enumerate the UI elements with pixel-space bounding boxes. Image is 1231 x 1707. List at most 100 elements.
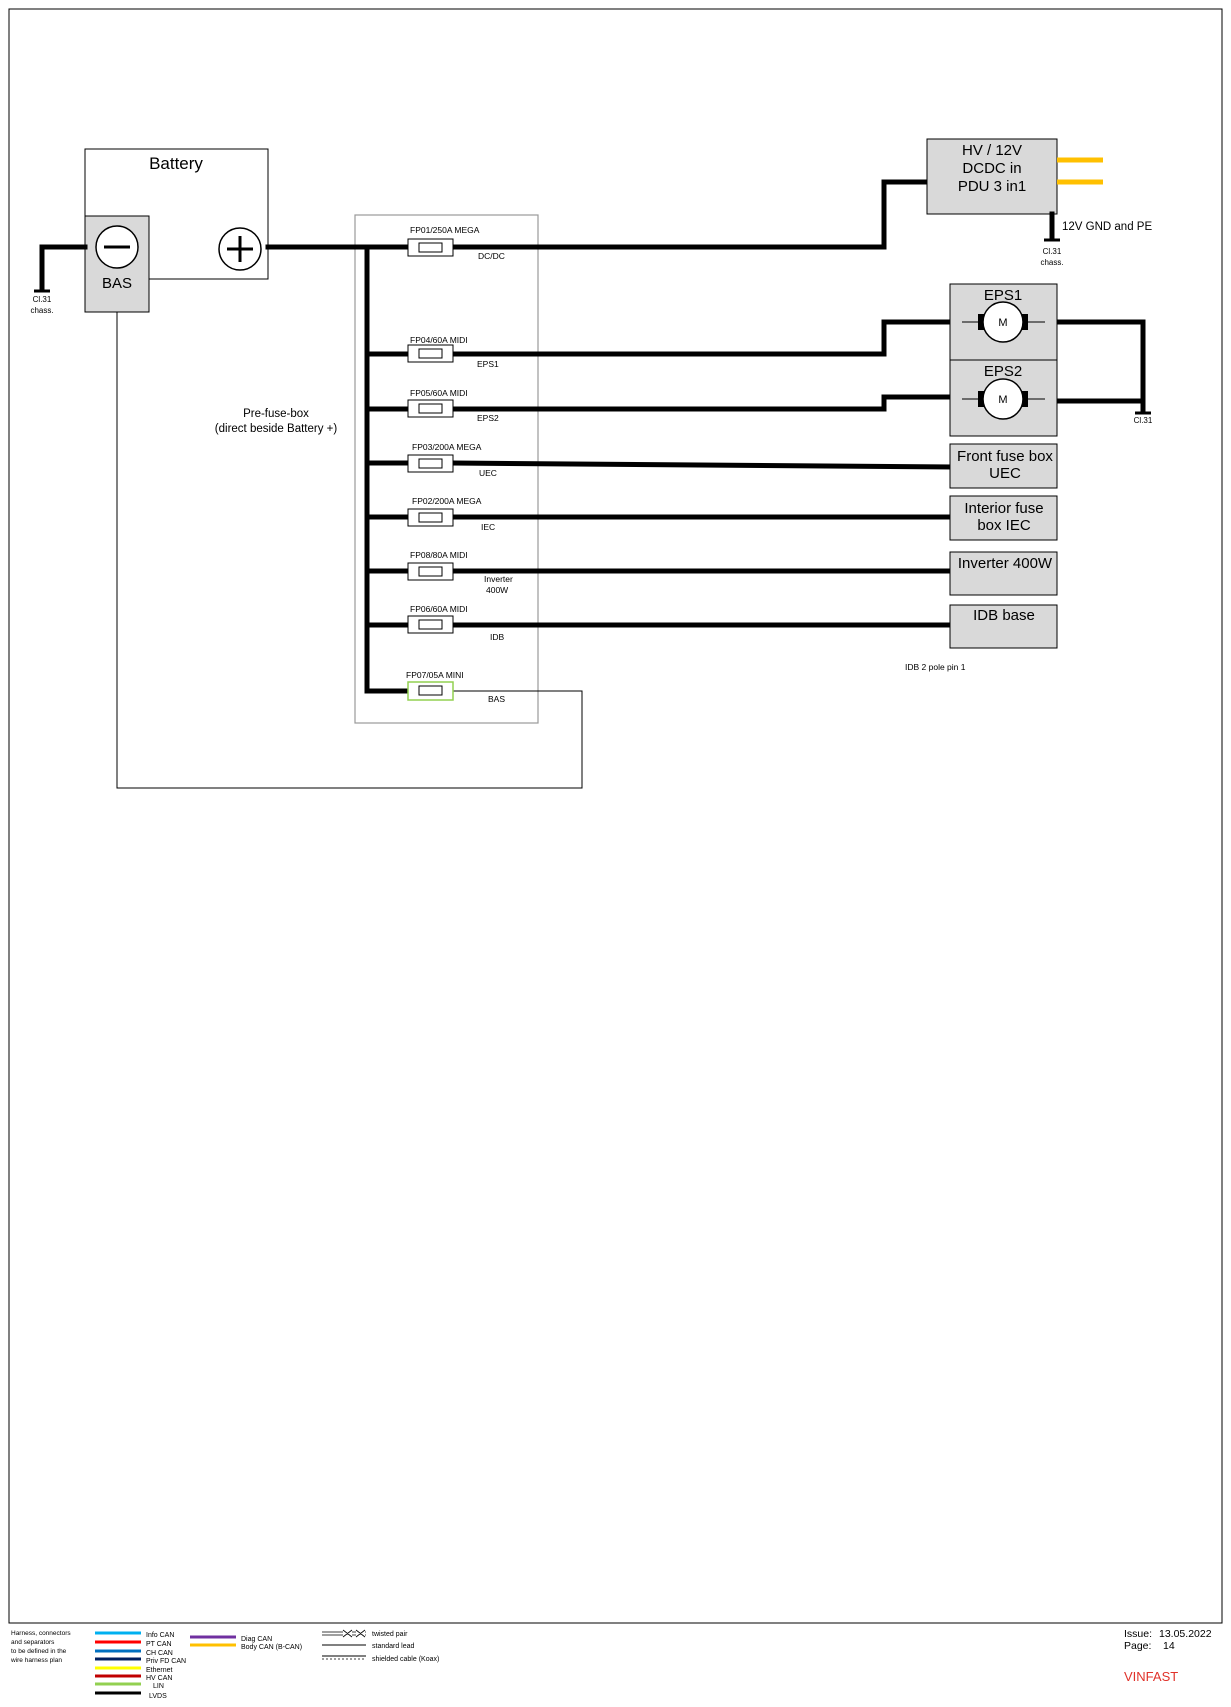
wire-eps1-ground bbox=[1054, 319, 1146, 400]
page-number: 14 bbox=[1163, 1640, 1175, 1652]
inverter-label: Inverter 400W bbox=[958, 555, 1053, 572]
legend-note-1: Harness, connectors bbox=[11, 1630, 71, 1637]
svg-text:Priv FD CAN: Priv FD CAN bbox=[146, 1658, 186, 1665]
legend-item-body-can: Body CAN (B-CAN) bbox=[190, 1643, 302, 1651]
interior-fuse-line1: Interior fuse bbox=[964, 500, 1043, 517]
legend-note-3: to be defined in the bbox=[11, 1648, 67, 1655]
prefuse-box bbox=[354, 214, 539, 724]
front-fuse-line2: UEC bbox=[989, 465, 1021, 482]
eps2-title: EPS2 bbox=[984, 363, 1022, 380]
legend-item-lvds: LVDS bbox=[95, 1691, 167, 1700]
ground-dcdc-chass: chass. bbox=[1040, 258, 1063, 267]
dcdc-line3: PDU 3 in1 bbox=[958, 178, 1026, 195]
prefuse-box-subtitle: (direct beside Battery +) bbox=[215, 423, 338, 435]
idb-label: IDB base bbox=[973, 607, 1035, 624]
svg-text:Info CAN: Info CAN bbox=[146, 1632, 174, 1639]
fuse-fp02-id: FP02/200A MEGA bbox=[412, 496, 482, 506]
bas-label: BAS bbox=[102, 275, 132, 292]
prefuse-box-title: Pre-fuse-box bbox=[243, 408, 309, 420]
fuse-fp06-target: IDB bbox=[490, 632, 505, 642]
legend-item-ch-can: CH CAN bbox=[95, 1649, 173, 1657]
svg-text:Body CAN (B-CAN): Body CAN (B-CAN) bbox=[241, 1644, 302, 1651]
legend-item-pt-can: PT CAN bbox=[95, 1640, 172, 1648]
ground-eps-cl: Cl.31 bbox=[1134, 416, 1153, 425]
dcdc-line2: DCDC in bbox=[962, 160, 1021, 177]
svg-text:CH CAN: CH CAN bbox=[146, 1650, 173, 1657]
legend-item-standard-lead: standard lead bbox=[322, 1643, 415, 1650]
footer-info: Issue: 13.05.2022 Page: 14 VINFAST bbox=[1124, 1628, 1212, 1684]
issue-date: 13.05.2022 bbox=[1159, 1628, 1212, 1640]
svg-text:twisted pair: twisted pair bbox=[372, 1631, 408, 1638]
fuse-fp07-target: BAS bbox=[488, 694, 505, 704]
fuse-fp05-target: EPS2 bbox=[477, 413, 499, 423]
twisted-pair-icon bbox=[322, 1629, 366, 1638]
front-fuse-box: Front fuse box UEC bbox=[949, 443, 1058, 489]
interior-fuse-box: Interior fuse box IEC bbox=[949, 495, 1058, 541]
svg-text:LVDS: LVDS bbox=[149, 1693, 167, 1700]
legend-item-ethernet: Ethernet bbox=[95, 1666, 173, 1674]
eps2-brush-right bbox=[1022, 391, 1028, 407]
dcdc-unit: HV / 12V DCDC in PDU 3 in1 12V GND and P… bbox=[926, 138, 1152, 267]
fuse-fp08-target: Inverter bbox=[484, 574, 513, 584]
front-fuse-box-rect bbox=[949, 443, 1058, 489]
fuse-fp06-id: FP06/60A MIDI bbox=[410, 604, 468, 614]
ground-left-chass: chass. bbox=[30, 306, 53, 315]
eps2-motor-label: M bbox=[998, 394, 1007, 406]
legend-item-hv-can: HV CAN bbox=[95, 1674, 172, 1682]
wire-dcdc bbox=[450, 179, 930, 250]
wire-eps2 bbox=[450, 394, 955, 412]
fuse-fp01: FP01/250A MEGA DC/DC bbox=[407, 225, 505, 261]
legend-item-diag-can: Diag CAN bbox=[190, 1635, 272, 1643]
legend-item-info-can: Info CAN bbox=[95, 1631, 174, 1639]
issue-label: Issue: bbox=[1124, 1628, 1152, 1640]
wire-uec bbox=[450, 460, 955, 470]
legend-item-lin: LIN bbox=[95, 1682, 164, 1690]
dcdc-gnd-note: 12V GND and PE bbox=[1062, 221, 1152, 233]
svg-text:shielded cable (Koax): shielded cable (Koax) bbox=[372, 1656, 439, 1663]
wiring: Cl.31 bbox=[116, 179, 1153, 789]
fuse-fp08-target2: 400W bbox=[486, 585, 508, 595]
legend: Harness, connectors and separators to be… bbox=[10, 1629, 439, 1700]
dcdc-line1: HV / 12V bbox=[962, 142, 1022, 159]
battery-title: Battery bbox=[149, 154, 203, 173]
legend-note-4: wire harness plan bbox=[10, 1657, 62, 1664]
legend-note-2: and separators bbox=[11, 1639, 55, 1646]
idb-unit: IDB base IDB 2 pole pin 1 bbox=[905, 604, 1058, 672]
eps1-unit: EPS1 M bbox=[949, 283, 1058, 361]
eps1-brush-left bbox=[978, 314, 984, 330]
wire-bas-loop bbox=[116, 312, 583, 789]
fuse-fp07-id: FP07/05A MINI bbox=[406, 670, 464, 680]
idb-note: IDB 2 pole pin 1 bbox=[905, 662, 966, 672]
fuse-fp04-target: EPS1 bbox=[477, 359, 499, 369]
eps2-brush-left bbox=[978, 391, 984, 407]
fuse-fp03-target: UEC bbox=[479, 468, 497, 478]
inverter-unit: Inverter 400W bbox=[949, 551, 1058, 596]
fuse-fp07: FP07/05A MINI BAS bbox=[406, 670, 505, 704]
eps2-unit: EPS2 M bbox=[949, 359, 1058, 437]
motor-icon bbox=[982, 378, 1024, 420]
svg-text:LIN: LIN bbox=[153, 1683, 164, 1690]
fuses: FP01/250A MEGA DC/DC FP04/60A MIDI EPS1 … bbox=[406, 225, 513, 704]
legend-item-priv-fd-can: Priv FD CAN bbox=[95, 1657, 186, 1665]
fuse-fp05-id: FP05/60A MIDI bbox=[410, 388, 468, 398]
left-ground: Cl.31 chass. bbox=[30, 244, 88, 315]
eps1-motor-label: M bbox=[998, 317, 1007, 329]
fuse-fp02-target: IEC bbox=[481, 522, 495, 532]
dcdc-box bbox=[926, 138, 1058, 215]
fuse-fp02: FP02/200A MEGA IEC bbox=[407, 496, 495, 532]
interior-fuse-line2: box IEC bbox=[977, 517, 1031, 534]
ground-left-cl: Cl.31 bbox=[33, 295, 52, 304]
wire-eps1 bbox=[450, 319, 955, 357]
wire-eps2-ground bbox=[1054, 398, 1146, 414]
fuse-fp08: FP08/80A MIDI Inverter 400W bbox=[407, 550, 513, 595]
interior-fuse-box-rect bbox=[949, 495, 1058, 541]
svg-text:PT CAN: PT CAN bbox=[146, 1641, 172, 1648]
brand-logo: VINFAST bbox=[1124, 1669, 1178, 1684]
eps1-brush-right bbox=[1022, 314, 1028, 330]
eps1-title: EPS1 bbox=[984, 287, 1022, 304]
fuse-fp05: FP05/60A MIDI EPS2 bbox=[407, 388, 499, 423]
fuse-fp03: FP03/200A MEGA UEC bbox=[407, 442, 497, 478]
inverter-box bbox=[949, 551, 1058, 596]
fuse-fp08-id: FP08/80A MIDI bbox=[410, 550, 468, 560]
